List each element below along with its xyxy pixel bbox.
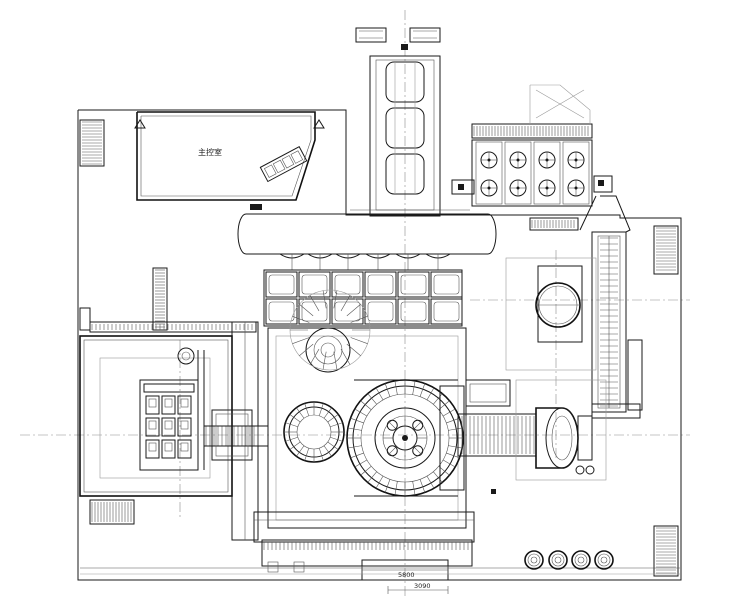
dimensions: 5800 3090 [361, 566, 449, 594]
cooler-fan-bank [451, 84, 613, 231]
control-room: 主控室 [134, 111, 325, 210]
stair-right-upper [653, 225, 679, 275]
horizontal-drum [457, 379, 607, 494]
module-grid [263, 269, 463, 327]
main-pipe [237, 213, 497, 270]
right-conveyor [579, 195, 643, 419]
dimension-5800: 5800 [398, 571, 415, 579]
control-room-label: 主控室 [198, 147, 222, 157]
center-lines [20, 10, 690, 598]
building-outline [77, 109, 682, 581]
dimension-3090: 3090 [414, 582, 431, 590]
stair-top-left [79, 119, 105, 167]
stair-left-mid [152, 267, 168, 331]
stair-bottom-left [89, 499, 135, 525]
stair-right-lower [653, 525, 679, 577]
left-equipment-room [79, 335, 268, 497]
storage-tank [505, 257, 597, 371]
crane-track [350, 27, 470, 217]
round-tanks [524, 550, 614, 570]
